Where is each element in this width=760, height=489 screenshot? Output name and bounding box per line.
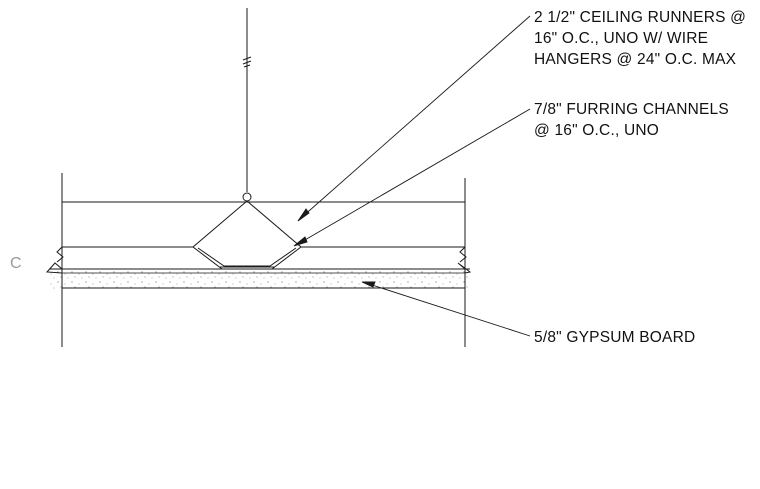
gypsum-board — [45, 262, 472, 290]
note-line: @ 16" O.C., UNO — [534, 122, 660, 139]
leader-gypsum — [361, 281, 531, 337]
note-line: 2 1/2" CEILING RUNNERS @ — [534, 9, 747, 26]
note-line: HANGERS @ 24" O.C. MAX — [534, 51, 737, 68]
furring-channels-note: 7/8" FURRING CHANNELS @ 16" O.C., UNO — [534, 99, 729, 141]
wall-lines — [61, 173, 466, 347]
ceiling-runners-note: 2 1/2" CEILING RUNNERS @ 16" O.C., UNO W… — [534, 7, 746, 70]
note-line: 7/8" FURRING CHANNELS — [534, 101, 729, 118]
section-mark: C — [10, 255, 22, 272]
furring-channel — [192, 200, 302, 270]
gypsum-board-note: 5/8" GYPSUM BOARD — [534, 329, 696, 346]
ceiling-runner — [56, 201, 467, 263]
leader-runners — [297, 15, 531, 222]
leader-furring — [293, 108, 531, 247]
note-line: 16" O.C., UNO W/ WIRE — [534, 30, 709, 47]
hanger-wire — [242, 8, 252, 202]
